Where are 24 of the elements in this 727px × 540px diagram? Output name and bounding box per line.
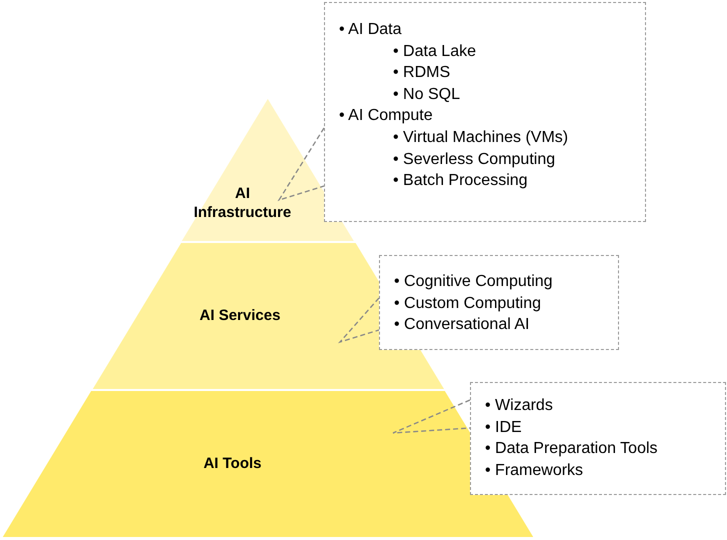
list-item: • AI Data — [339, 20, 403, 40]
list-item: • Cognitive Computing — [394, 272, 554, 292]
callout-box — [324, 2, 646, 222]
callout-box — [470, 382, 726, 495]
list-item: • No SQL — [393, 84, 461, 105]
list-item: • Wizards — [485, 396, 554, 416]
list-item: • IDE — [485, 418, 523, 438]
leader-line — [392, 399, 470, 434]
leader-line — [338, 298, 380, 344]
list-item: • Data Preparation Tools — [485, 439, 659, 460]
callout-box — [379, 255, 619, 350]
leader-line — [278, 128, 325, 202]
list-item: • Data Lake — [393, 42, 477, 62]
list-item: • Virtual Machines (VMs) — [393, 128, 570, 148]
list-item: • Batch Processing — [393, 171, 529, 192]
list-item: • Severless Computing — [393, 150, 556, 170]
list-item: • AI Compute — [339, 106, 434, 126]
list-item: • Frameworks — [485, 460, 584, 481]
layer-label: AI Services — [198, 306, 282, 325]
layer-label: AI Infrastructure — [192, 184, 292, 222]
list-item: • Conversational AI — [394, 315, 530, 336]
list-item: • Custom Computing — [394, 294, 542, 314]
list-item: • RDMS — [393, 63, 452, 84]
layer-label: AI Tools — [202, 454, 263, 473]
